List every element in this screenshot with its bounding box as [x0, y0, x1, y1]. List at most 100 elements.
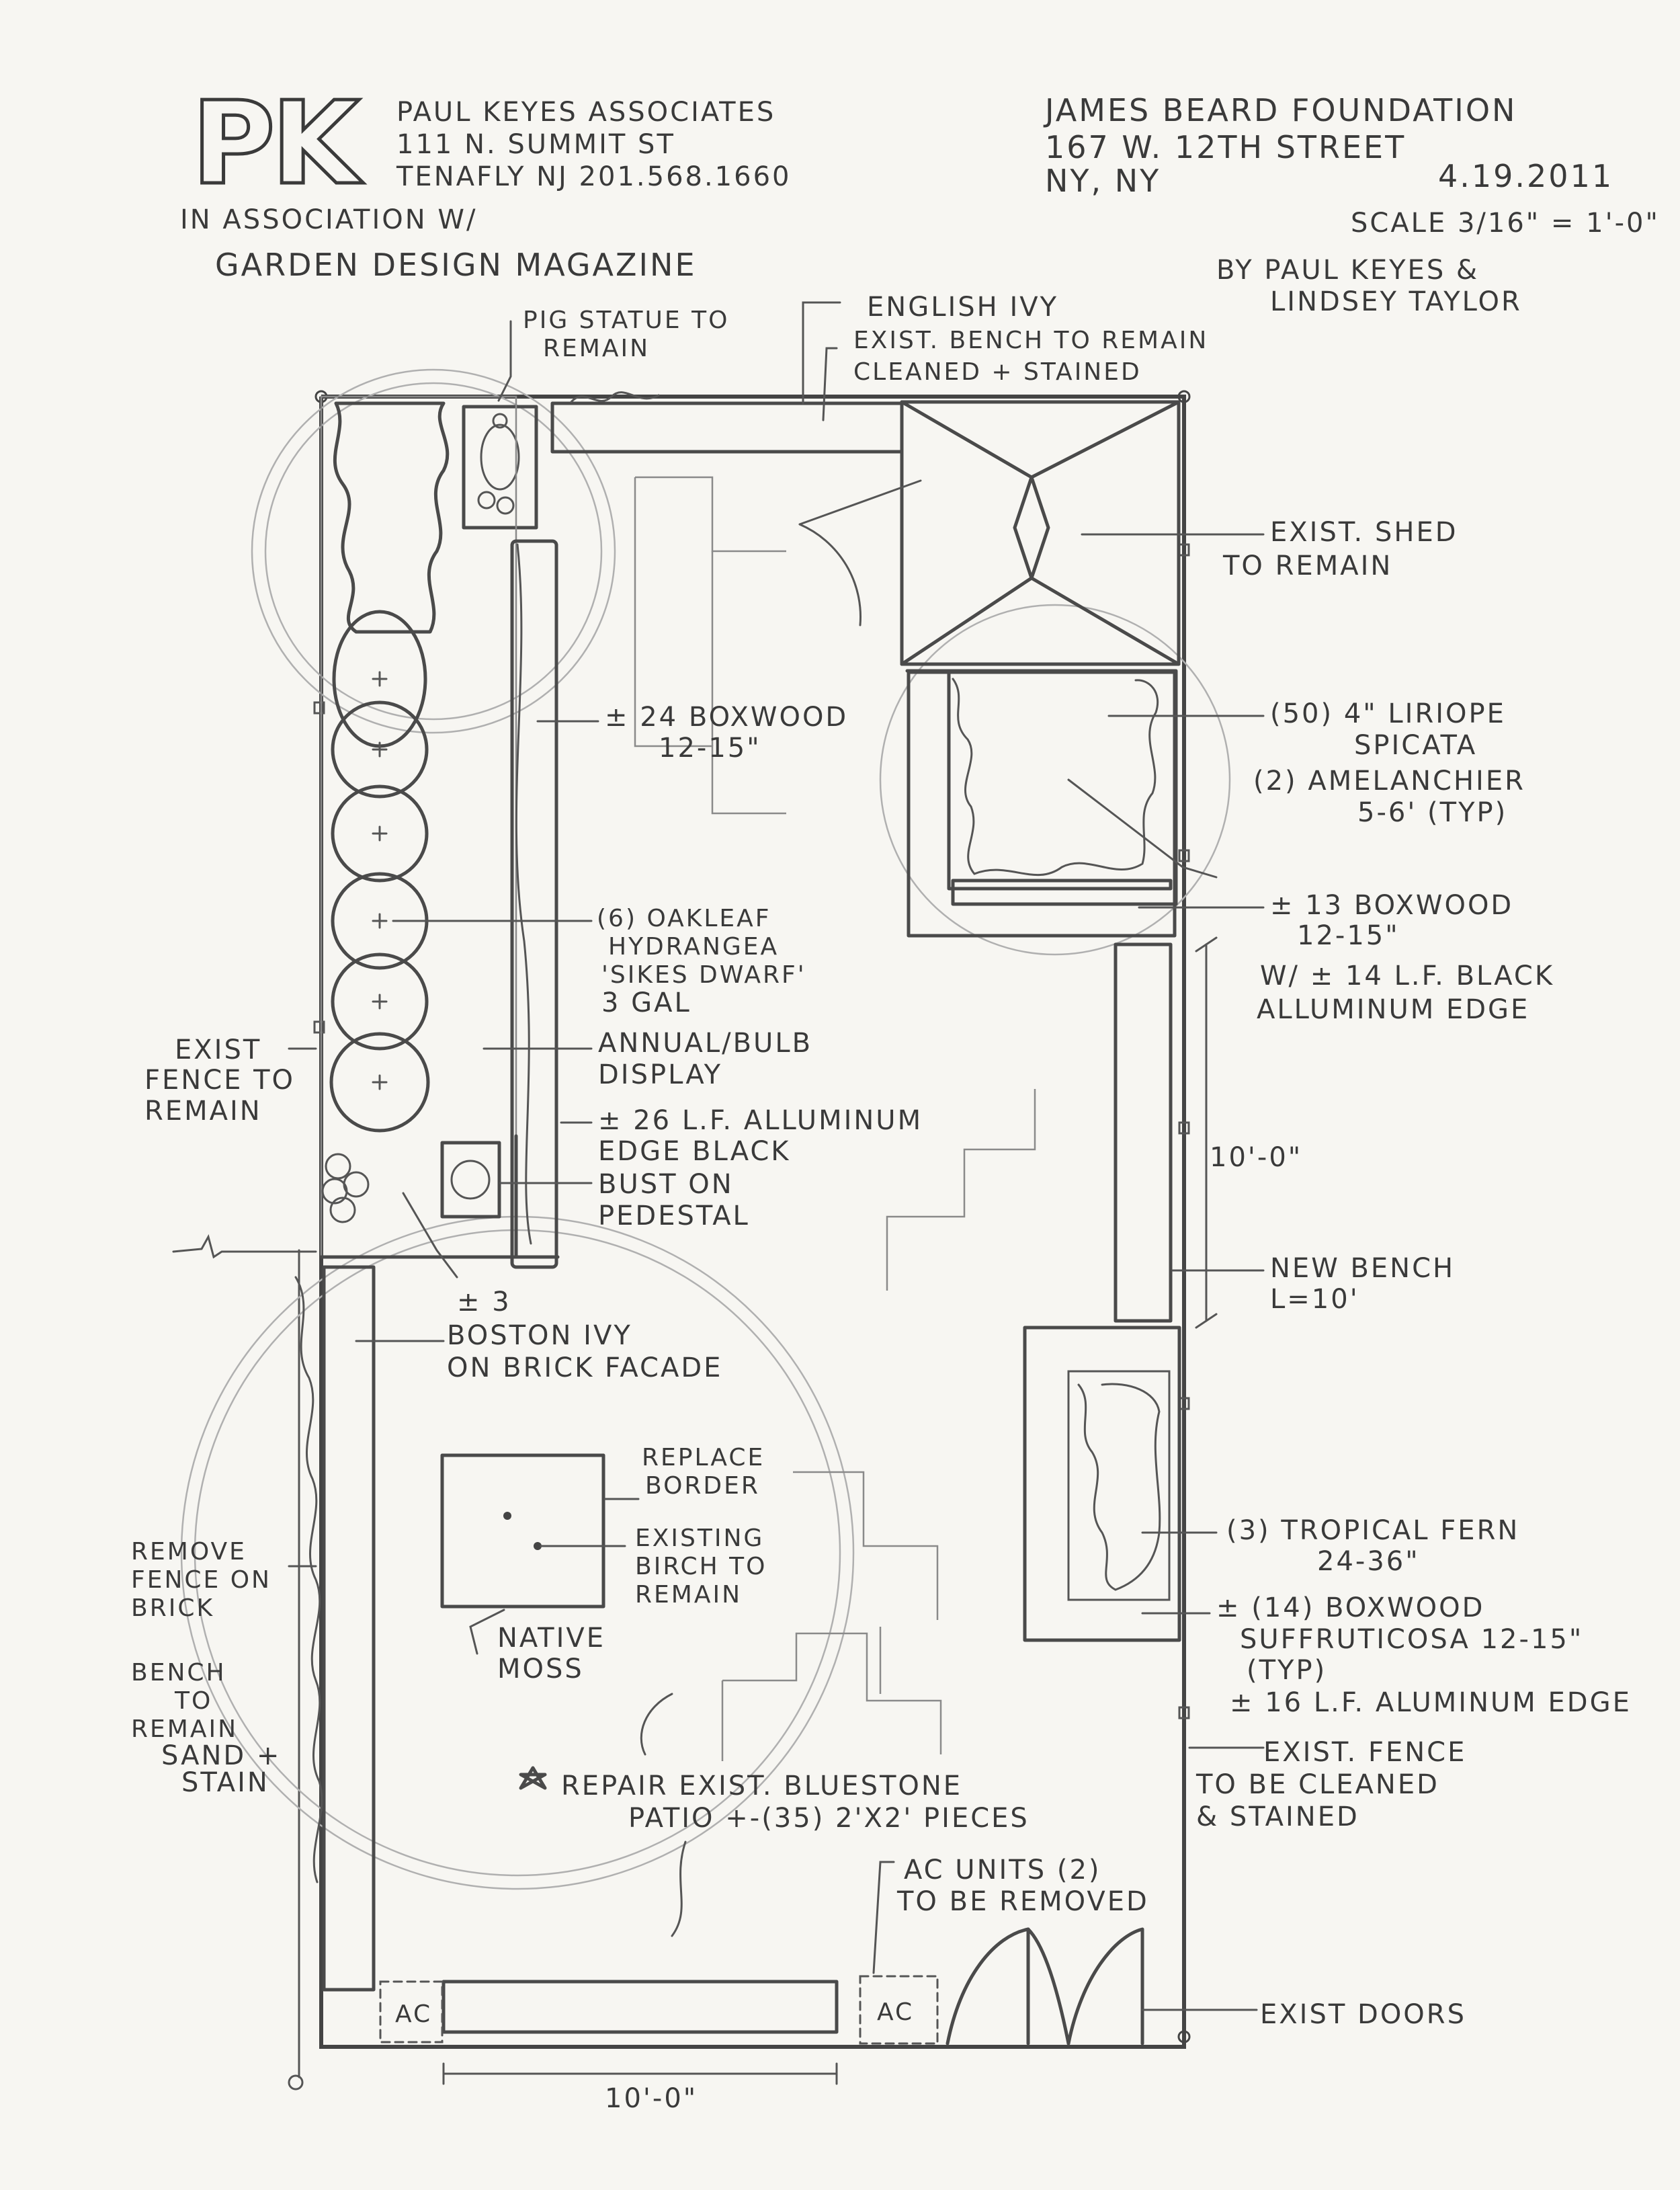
- note-replace-border-1: REPLACE: [642, 1444, 765, 1471]
- ac-tag-east: AC: [877, 1998, 914, 2026]
- note-east-fence-2: TO BE CLEANED: [1195, 1769, 1439, 1800]
- note-boxwood-13: ± 13 BOXWOOD: [1270, 890, 1513, 921]
- pk-logo: PK: [190, 76, 370, 212]
- note-shed-1: EXIST. SHED: [1270, 517, 1458, 548]
- note-annual-2: DISPLAY: [598, 1059, 722, 1090]
- ac-unit-west: AC: [379, 1980, 444, 2043]
- note-existing-doors: EXIST DOORS: [1260, 1999, 1466, 2030]
- patio-repair-symbol: [519, 1766, 547, 1790]
- note-remove-fence-2: FENCE ON: [131, 1566, 271, 1594]
- note-shed-2: TO REMAIN: [1222, 551, 1392, 581]
- note-ac-units-1: AC UNITS (2): [904, 1855, 1101, 1885]
- hydrangea-shrubs: [329, 610, 430, 1133]
- firm-name: PAUL KEYES ASSOCIATES: [396, 97, 775, 128]
- note-boxwood-13-size: 12-15": [1297, 920, 1400, 951]
- note-west-bench-3: REMAIN: [131, 1715, 238, 1743]
- note-english-ivy: ENGLISH IVY: [867, 292, 1058, 323]
- note-tropical-fern-2: 24-36": [1317, 1546, 1420, 1577]
- note-bust-2: PEDESTAL: [598, 1201, 750, 1231]
- liriope-bed: [905, 669, 1178, 938]
- note-hydrangea-1: (6) OAKLEAF: [597, 905, 771, 932]
- bottom-dimension: [442, 2062, 838, 2085]
- small-shrub-cluster: [321, 1153, 370, 1223]
- hydrangea-bed: [319, 395, 560, 1259]
- site-boundary: [172, 390, 1191, 2091]
- note-birch-2: BIRCH TO: [635, 1553, 767, 1580]
- dimension-east-bench: 10'-0": [1210, 1142, 1302, 1173]
- logo-mark: PK: [192, 77, 364, 210]
- boxwood-hedge-24: [510, 539, 558, 1269]
- note-boxwood-13-edge-2: ALLUMINUM EDGE: [1257, 994, 1529, 1025]
- author-line-1: BY PAUL KEYES &: [1216, 255, 1479, 286]
- note-boston-ivy-2: BOSTON IVY: [447, 1320, 632, 1351]
- dimension-south-bench: 10'-0": [605, 2083, 698, 2114]
- note-pig-statue-2: REMAIN: [543, 335, 650, 362]
- client-street: 167 W. 12TH STREET: [1045, 129, 1406, 165]
- existing-shed: [798, 400, 1181, 666]
- note-west-bench-2: TO: [174, 1687, 212, 1715]
- pig-statue: [462, 405, 538, 530]
- ac-tag-west: AC: [395, 2000, 432, 2028]
- note-bust-1: BUST ON: [598, 1169, 734, 1200]
- note-hydrangea-4: 3 GAL: [601, 987, 691, 1018]
- note-boston-ivy-1: ± 3: [457, 1287, 511, 1317]
- note-patio-repair-2: PATIO +-(35) 2'X2' PIECES: [628, 1803, 1030, 1834]
- drawing-scale: SCALE 3/16" = 1'-0": [1351, 208, 1660, 239]
- note-boston-ivy-3: ON BRICK FACADE: [447, 1352, 722, 1383]
- firm-street: 111 N. SUMMIT ST: [396, 129, 675, 160]
- note-fence-1: EXIST: [175, 1035, 261, 1065]
- fern-bed: [1023, 1326, 1181, 1642]
- note-east-fence-1: EXIST. FENCE: [1263, 1737, 1466, 1768]
- note-remove-fence-1: REMOVE: [131, 1538, 247, 1566]
- bust-on-pedestal: [440, 1141, 501, 1219]
- note-edge-26-1: ± 26 L.F. ALLUMINUM: [598, 1105, 923, 1136]
- note-ac-units-2: TO BE REMOVED: [896, 1886, 1149, 1917]
- note-boxwood-24-size: 12-15": [659, 733, 761, 764]
- note-new-bench-1: NEW BENCH: [1270, 1253, 1455, 1284]
- note-amelanchier-1: (2) AMELANCHIER: [1253, 766, 1525, 797]
- note-replace-border-2: BORDER: [645, 1472, 760, 1500]
- note-birch-3: REMAIN: [635, 1581, 742, 1609]
- plan-notes: PIG STATUE TO REMAIN ENGLISH IVY EXIST. …: [131, 292, 1632, 2114]
- note-fence-2: FENCE TO: [144, 1065, 295, 1096]
- note-native-moss-1: NATIVE: [497, 1623, 605, 1654]
- note-native-moss-2: MOSS: [497, 1654, 584, 1685]
- note-edge-16: ± 16 L.F. ALUMINUM EDGE: [1230, 1687, 1632, 1718]
- west-bench-existing: [294, 1265, 376, 1992]
- note-boxwood-14-2: SUFFRUTICOSA 12-15": [1240, 1624, 1583, 1655]
- partner-name: GARDEN DESIGN MAGAZINE: [215, 247, 697, 283]
- note-birch-1: EXISTING: [635, 1525, 764, 1552]
- note-patio-repair-1: REPAIR EXIST. BLUESTONE: [561, 1771, 962, 1801]
- note-fence-3: REMAIN: [144, 1096, 262, 1127]
- note-boxwood-14-3: (TYP): [1247, 1655, 1327, 1686]
- note-boxwood-24: ± 24 BOXWOOD: [605, 702, 848, 733]
- note-west-bench-1: BENCH: [131, 1659, 226, 1687]
- note-existing-bench-2: CLEANED + STAINED: [853, 358, 1142, 386]
- note-remove-fence-3: BRICK: [131, 1594, 214, 1622]
- note-annual-1: ANNUAL/BULB: [598, 1028, 812, 1059]
- note-boxwood-13-edge-1: W/ ± 14 L.F. BLACK: [1260, 961, 1554, 991]
- note-hydrangea-2: HYDRANGEA: [608, 933, 779, 961]
- new-bench: [1114, 936, 1218, 1329]
- note-west-bench-4: SAND +: [161, 1740, 281, 1771]
- bluestone-patio: [634, 476, 1036, 1761]
- note-new-bench-2: L=10': [1270, 1284, 1359, 1315]
- note-pig-statue-1: PIG STATUE TO: [523, 307, 729, 334]
- note-liriope-2: SPICATA: [1354, 730, 1477, 761]
- north-bench-existing: [550, 391, 904, 454]
- note-liriope-1: (50) 4" LIRIOPE: [1270, 698, 1506, 729]
- ivy-bed: [333, 401, 450, 634]
- author-line-2: LINDSEY TAYLOR: [1270, 286, 1522, 317]
- leader-lines: [288, 301, 1265, 2011]
- drawing-date: 4.19.2011: [1438, 158, 1613, 194]
- note-edge-26-2: EDGE BLACK: [598, 1136, 791, 1167]
- note-hydrangea-3: 'SIKES DWARF': [601, 961, 806, 989]
- existing-doors: [946, 1927, 1144, 2045]
- note-tropical-fern-1: (3) TROPICAL FERN: [1226, 1515, 1519, 1546]
- client-name: JAMES BEARD FOUNDATION: [1043, 92, 1517, 128]
- note-east-fence-3: & STAINED: [1196, 1801, 1359, 1832]
- note-boxwood-14-1: ± (14) BOXWOOD: [1216, 1592, 1484, 1623]
- ac-unit-east: AC: [859, 1975, 939, 2045]
